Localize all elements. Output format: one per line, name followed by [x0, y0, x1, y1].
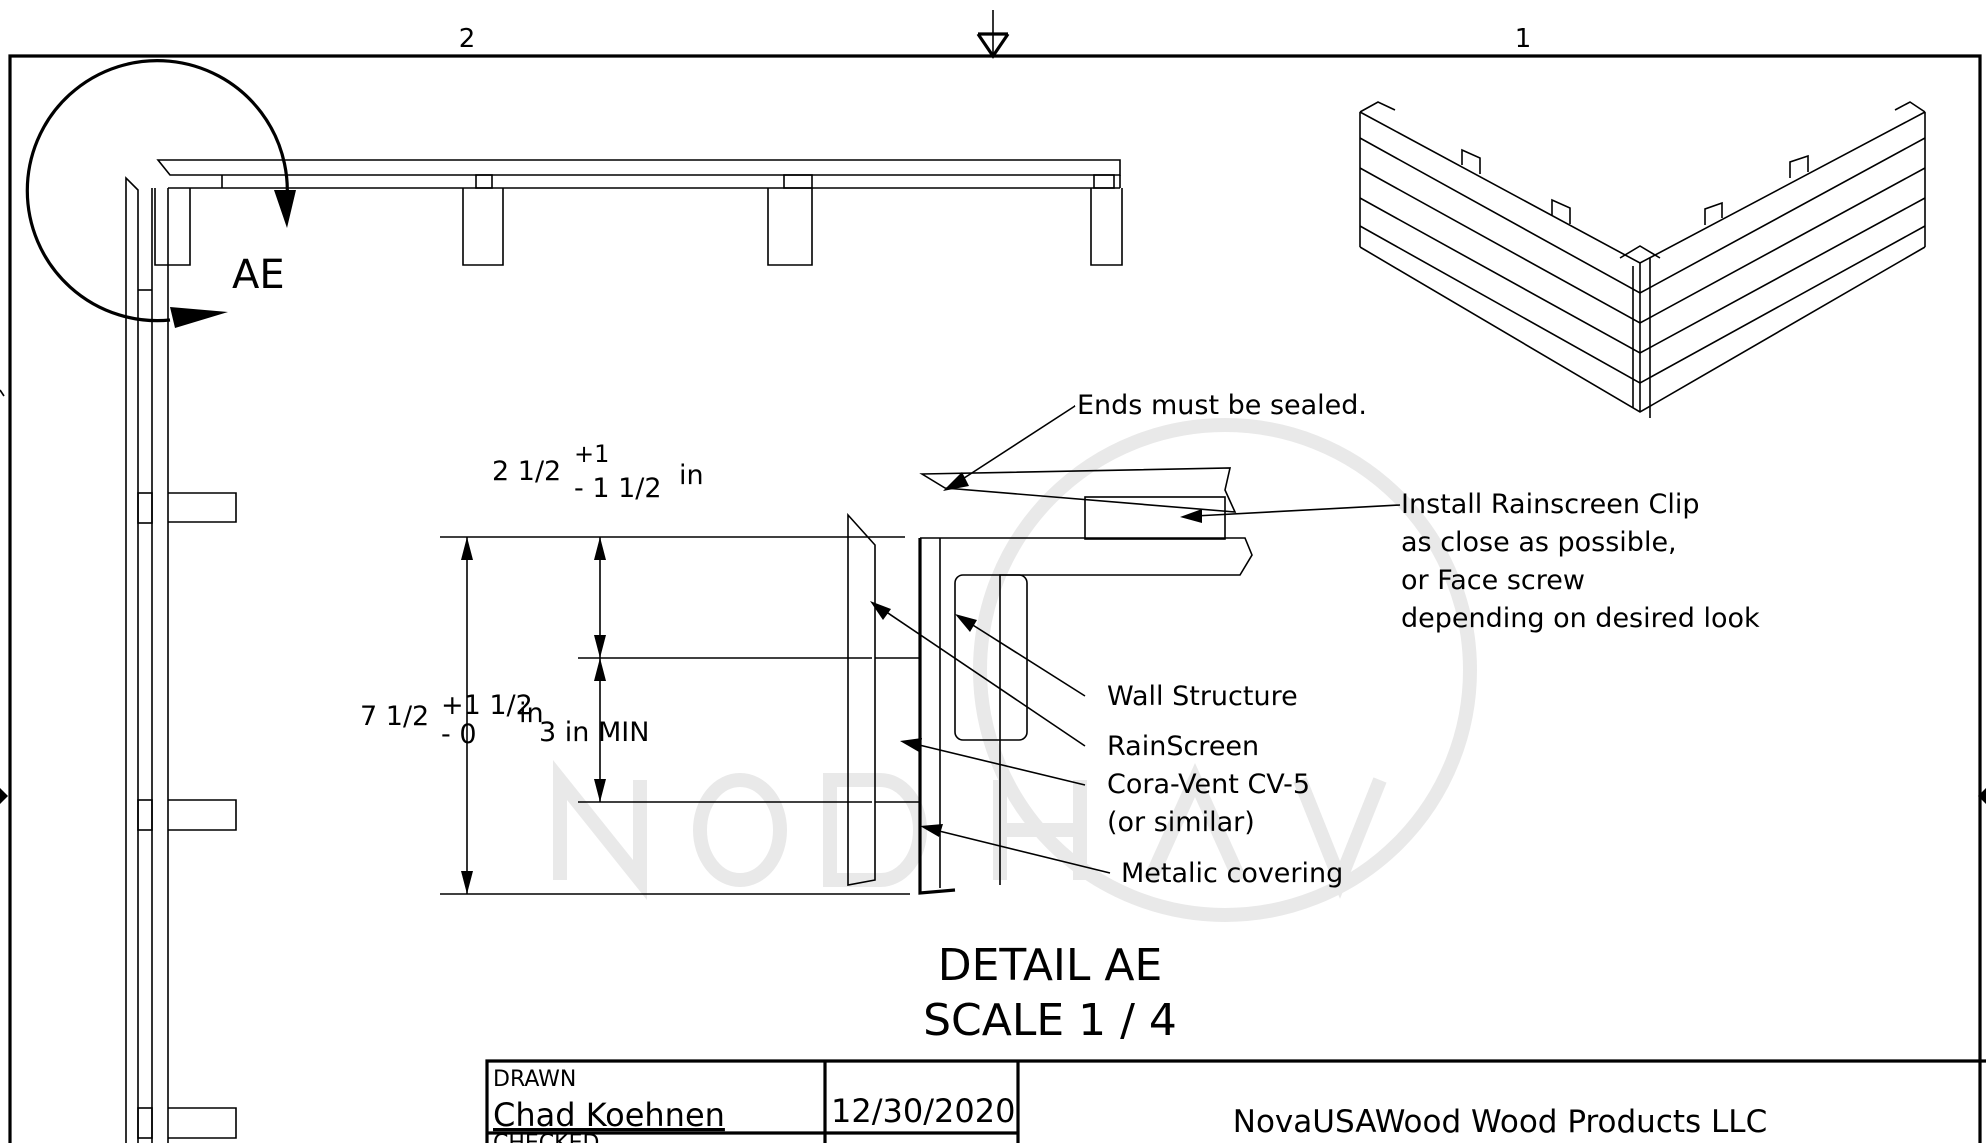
zone-label-left: 2 [459, 24, 476, 54]
dimension-lines [440, 536, 910, 895]
note-clip-line-2: as close as possible, [1401, 527, 1677, 558]
note-clip-line-3: or Face screw [1401, 565, 1585, 596]
overall-dimension-value: 7 1/2 [360, 701, 429, 732]
section-detail [847, 467, 1253, 895]
zone-label-right: 1 [1515, 24, 1532, 54]
watermark-logo [553, 418, 1477, 922]
detail-title: DETAIL AE [938, 940, 1163, 991]
detail-scale: SCALE 1 / 4 [923, 995, 1177, 1046]
gap-dimension-value: 2 1/2 [492, 456, 561, 487]
title-block-drawn-date: 12/30/2020 [831, 1092, 1015, 1130]
gap-dimension-tol-minus: - 1 1/2 [574, 473, 662, 504]
note-rainscreen: RainScreen [1107, 731, 1259, 762]
title-block-drawn-name: Chad Koehnen [493, 1096, 725, 1134]
title-block-checked-label: CHECKED [493, 1131, 599, 1143]
title-block-drawn-label: DRAWN [493, 1067, 576, 1092]
sheet-border [0, 10, 1986, 1143]
overall-dimension-unit: in [519, 698, 544, 729]
note-coravent-line-2: (or similar) [1107, 807, 1255, 838]
note-metalic-covering: Metalic covering [1121, 858, 1343, 889]
plan-view-top-wall [154, 159, 1123, 266]
overall-dimension-tol-plus: +1 1/2 [441, 690, 533, 721]
detail-callout-circle [25, 59, 296, 328]
overall-dimension-tol-minus: - 0 [441, 719, 477, 750]
note-clip-line-1: Install Rainscreen Clip [1401, 489, 1700, 520]
note-ends-sealed: Ends must be sealed. [1077, 390, 1367, 421]
min-spacing-dimension: 3 in MIN [539, 717, 649, 748]
note-wall-structure: Wall Structure [1107, 681, 1298, 712]
note-coravent-line-1: Cora-Vent CV-5 [1107, 769, 1310, 800]
isometric-corner-view [1359, 101, 1926, 418]
title-block [485, 1059, 1986, 1143]
gap-dimension-tol-plus: +1 [574, 440, 609, 468]
plan-view-left-wall [125, 176, 237, 1143]
note-clip-line-4: depending on desired look [1401, 603, 1760, 634]
gap-dimension-unit: in [679, 460, 704, 491]
title-block-company: NovaUSAWood Wood Products LLC [1233, 1104, 1767, 1140]
callout-label: AE [232, 252, 285, 298]
leader-lines [870, 405, 1401, 874]
